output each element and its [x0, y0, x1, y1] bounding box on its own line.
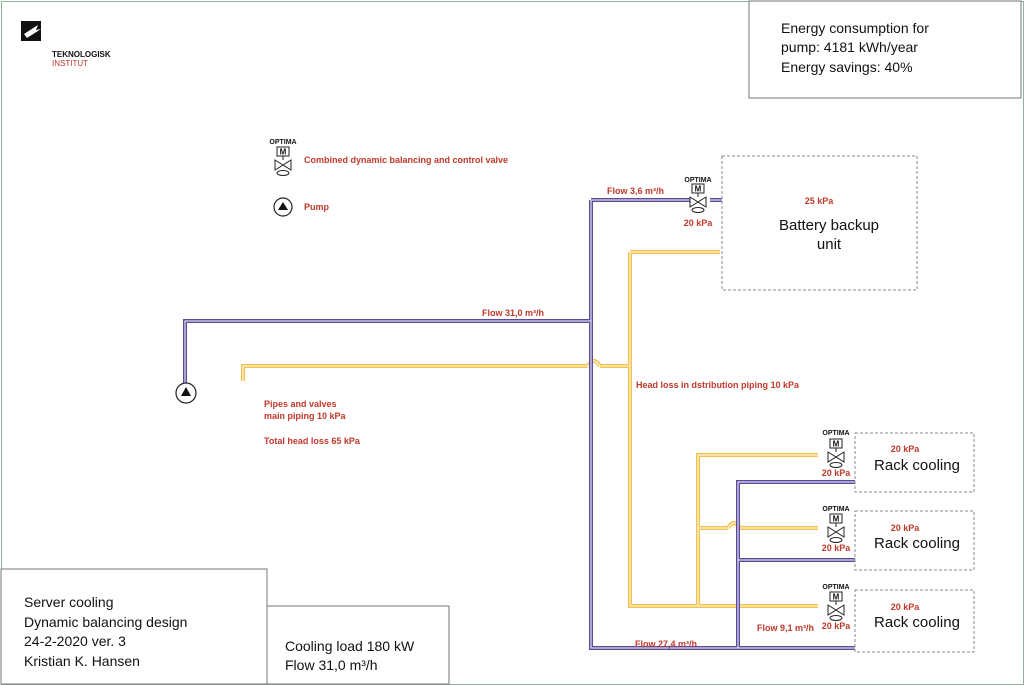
legend: OPTIMA Combined dynamic balancing and co…	[269, 139, 508, 217]
energy-line2: pump: 4181 kWh/year	[781, 39, 918, 55]
rack-1-name: Rack cooling	[874, 457, 960, 474]
supply-piping	[183, 198, 858, 650]
load-block: Cooling load 180 kW Flow 31,0 m³/h	[266, 605, 450, 685]
energy-line3: Energy savings: 40%	[781, 59, 913, 75]
energy-box: Energy consumption for pump: 4181 kWh/ye…	[748, 0, 1022, 99]
rack-2-valve-brand: OPTIMA	[822, 506, 849, 513]
rack-3-valve-icon	[827, 591, 845, 621]
rack-1-pressure: 20 kPa	[891, 444, 921, 454]
battery-unit: 25 kPa Battery backup unit	[721, 155, 918, 291]
rack-1-valve-pressure: 20 kPa	[822, 468, 852, 478]
load-line1: Cooling load 180 kW	[285, 638, 415, 654]
rack-1-valve-icon	[827, 438, 845, 468]
rack-3-valve-pressure: 20 kPa	[822, 621, 852, 631]
legend-valve-icon	[274, 146, 292, 176]
energy-line1: Energy consumption for	[781, 20, 929, 36]
title-line3: 24-2-2020 ver. 3	[24, 633, 126, 649]
rack-2-name: Rack cooling	[874, 535, 960, 552]
flow-bottom-left: Flow 27,4 m³/h	[635, 639, 697, 649]
load-line2: Flow 31,0 m³/h	[285, 657, 378, 673]
rack-cooling-3: 20 kPa Rack cooling	[854, 589, 975, 653]
rack-2-pressure: 20 kPa	[891, 523, 921, 533]
pipes-line1: Pipes and valves	[264, 399, 337, 409]
rack-cooling-1: 20 kPa Rack cooling	[854, 432, 975, 493]
battery-name-line2: unit	[817, 236, 842, 253]
logo: TEKNOLOGISK INSTITUT	[21, 21, 111, 68]
rack-cooling-2: 20 kPa Rack cooling	[854, 510, 975, 571]
pump-icon	[175, 382, 197, 404]
logo-line1: TEKNOLOGISK	[52, 50, 111, 59]
battery-valve-brand: OPTIMA	[684, 177, 711, 184]
rack-2-valve-icon	[827, 513, 845, 543]
rack-3-name: Rack cooling	[874, 614, 960, 631]
title-line1: Server cooling	[24, 594, 114, 610]
battery-pressure: 25 kPa	[805, 196, 835, 206]
rack-1-valve-brand: OPTIMA	[822, 430, 849, 437]
legend-valve-label: Combined dynamic balancing and control v…	[304, 155, 508, 165]
pipes-line2: main piping 10 kPa	[264, 411, 347, 421]
return-piping	[241, 250, 818, 608]
dist-head-loss: Head loss in dstribution piping 10 kPa	[636, 380, 800, 390]
rack-2-valve-pressure: 20 kPa	[822, 543, 852, 553]
rack-3-pressure: 20 kPa	[891, 602, 921, 612]
title-block: Server cooling Dynamic balancing design …	[0, 568, 268, 685]
logo-line2: INSTITUT	[52, 59, 88, 68]
main-flow-label: Flow 31,0 m³/h	[482, 308, 544, 318]
battery-valve-icon	[689, 183, 707, 213]
total-head-loss: Total head loss 65 kPa	[264, 436, 361, 446]
battery-valve-pressure: 20 kPa	[684, 218, 714, 228]
legend-pump-label: Pump	[304, 202, 330, 212]
battery-flow-label: Flow 3,6 m³/h	[607, 186, 664, 196]
legend-valve-brand: OPTIMA	[269, 139, 296, 146]
legend-pump-icon	[273, 197, 293, 217]
title-line2: Dynamic balancing design	[24, 614, 187, 630]
title-line4: Kristian K. Hansen	[24, 653, 140, 669]
rack-3-valve-brand: OPTIMA	[822, 584, 849, 591]
flow-bottom-right: Flow 9,1 m³/h	[757, 623, 814, 633]
battery-name-line1: Battery backup	[779, 217, 879, 234]
